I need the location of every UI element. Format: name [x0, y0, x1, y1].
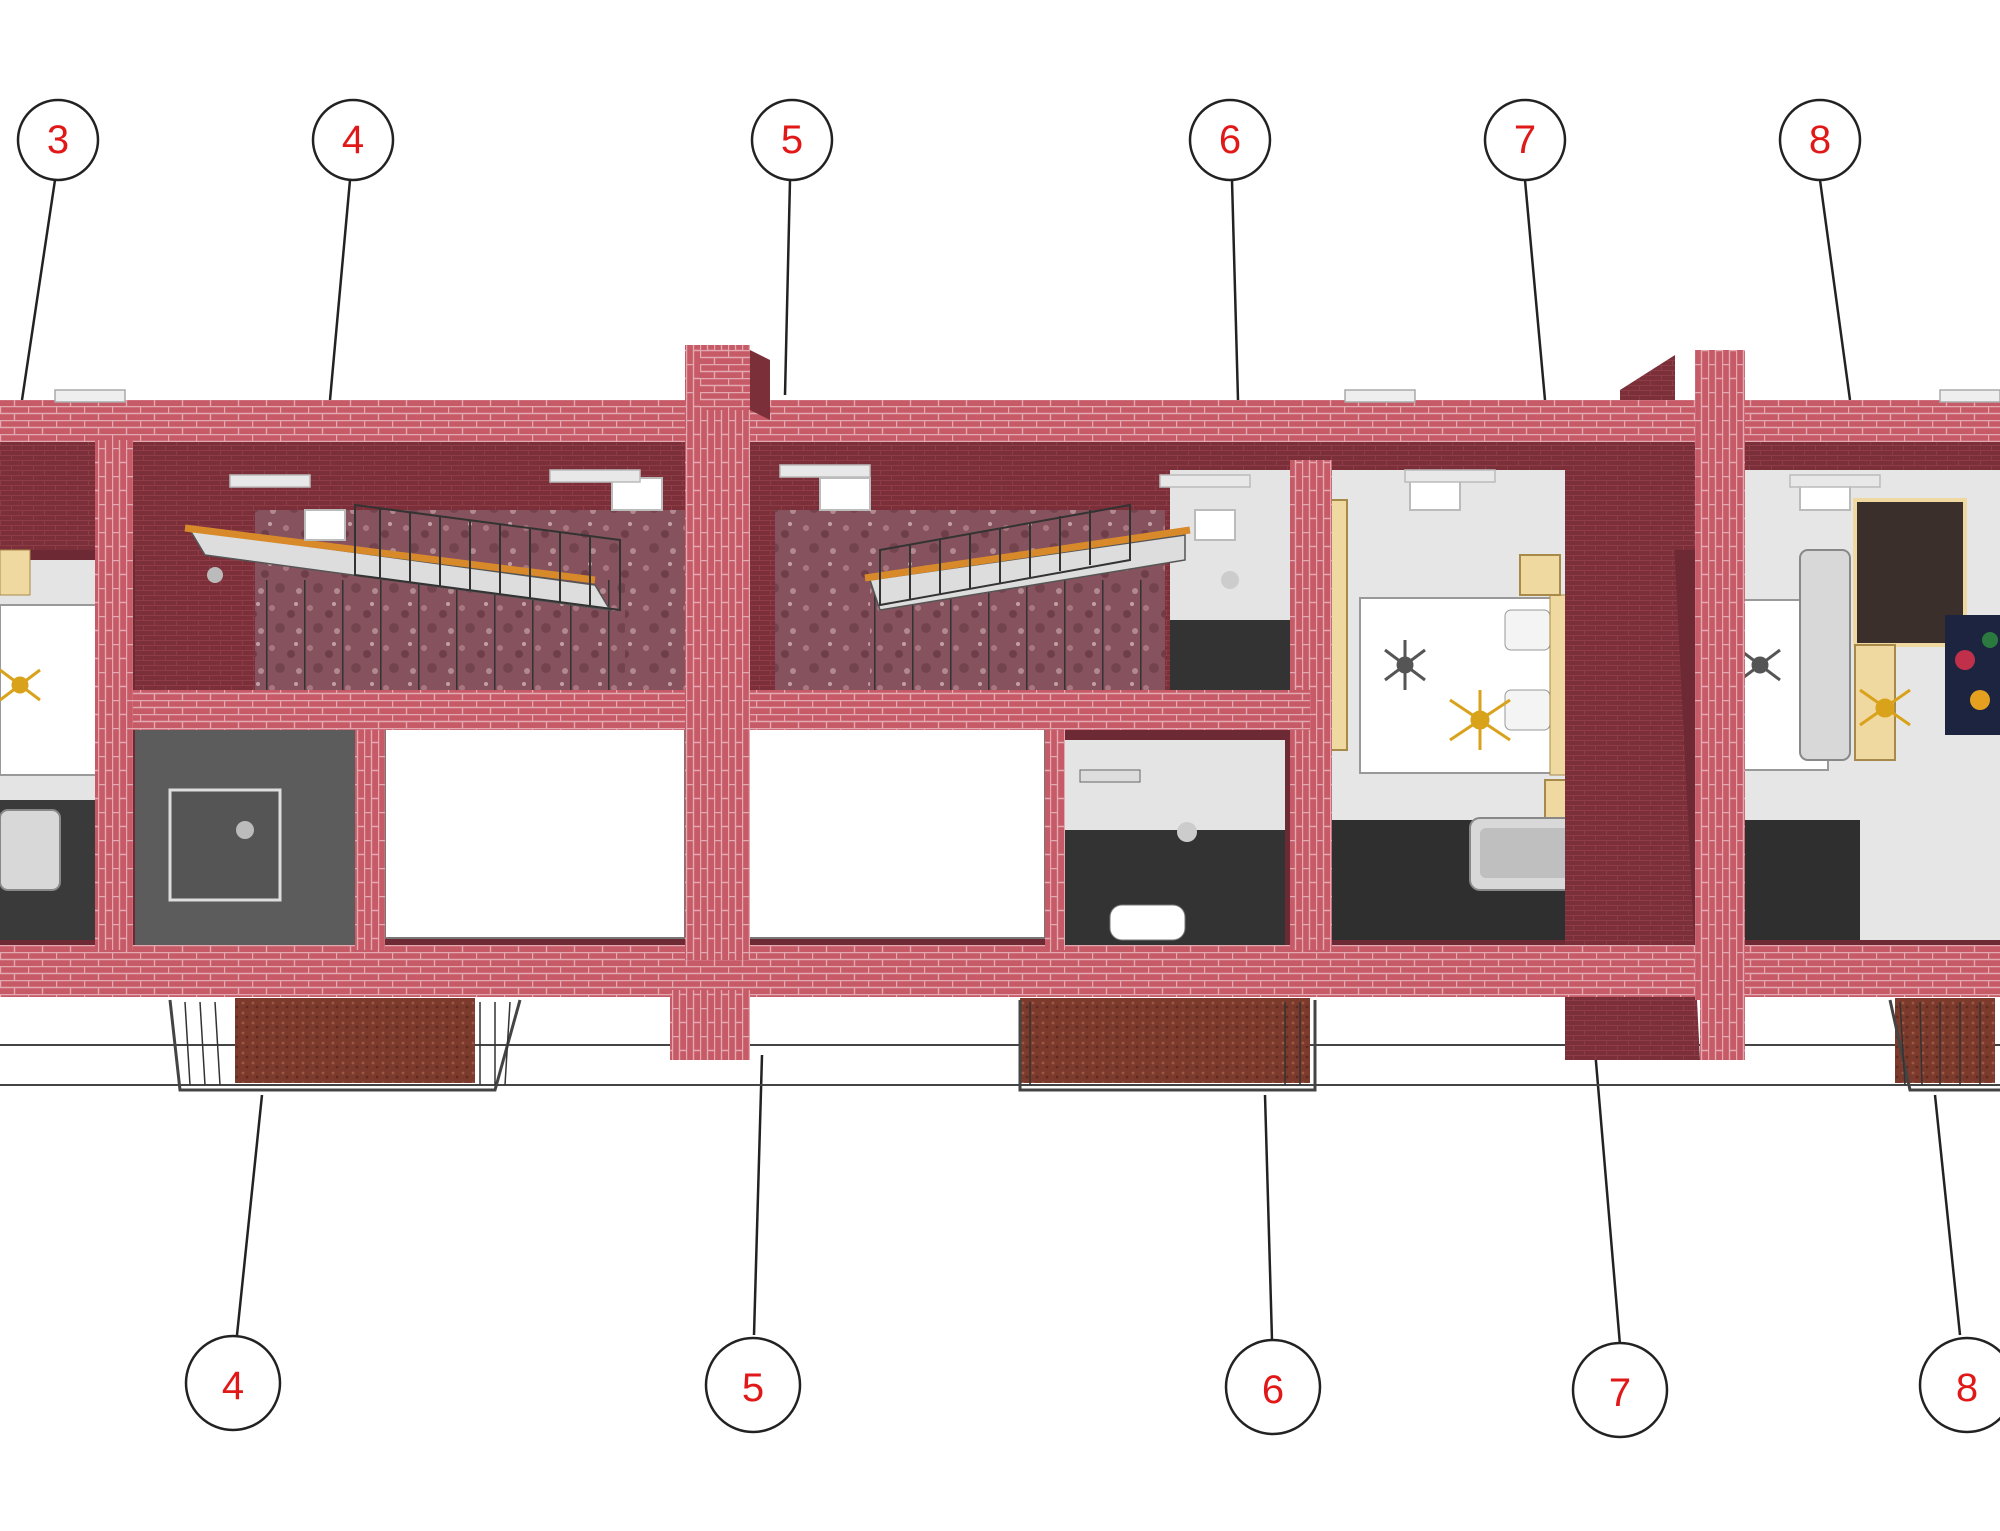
grid-bubble: 5	[750, 98, 834, 182]
svg-text:8: 8	[1809, 118, 1831, 162]
svg-text:7: 7	[1609, 1371, 1631, 1415]
grid-bubble: 4	[184, 1334, 282, 1432]
top-grid-lines	[20, 179, 1852, 401]
light-wells	[384, 727, 1046, 939]
balcony-railing-icon	[1018, 998, 1317, 1092]
grid-bubbles-bottom: 4 5 6 7 8	[184, 1334, 2000, 1439]
balcony-railing-icon	[168, 998, 522, 1092]
svg-text:4: 4	[222, 1364, 244, 1408]
svg-text:7: 7	[1514, 118, 1536, 162]
svg-text:3: 3	[47, 118, 69, 162]
svg-text:6: 6	[1262, 1368, 1284, 1412]
painting-icon	[1945, 615, 2000, 735]
grid-bubble: 5	[704, 1336, 802, 1434]
grid-bubble: 3	[16, 98, 100, 182]
sofa-icon	[0, 809, 61, 891]
grid-bubble: 7	[1571, 1341, 1669, 1439]
grid-bubble: 4	[311, 98, 395, 182]
grid-bubble: 8	[1778, 98, 1862, 182]
window-sills	[229, 464, 1881, 488]
chandelier-icon	[1859, 688, 1911, 727]
svg-text:6: 6	[1219, 118, 1241, 162]
grid-bubble: 7	[1483, 98, 1567, 182]
grid-bubble: 6	[1188, 98, 1272, 182]
grid-bubble: 8	[1918, 1336, 2000, 1434]
brick-walls	[0, 345, 2000, 1060]
balcony-railing-icon	[1888, 998, 2000, 1092]
svg-text:8: 8	[1956, 1366, 1978, 1410]
grid-bubble: 6	[1224, 1338, 1322, 1436]
bed-icon	[1359, 594, 1576, 776]
sofa-icon	[1799, 549, 1851, 761]
chandelier-icon	[1449, 690, 1511, 750]
svg-text:5: 5	[742, 1366, 764, 1410]
chandelier-icon	[0, 668, 41, 702]
stair-icon	[184, 503, 621, 612]
grid-bubbles-top: 3 4 5 6 7 8	[16, 98, 1862, 182]
stair-icon	[864, 503, 1191, 611]
chandelier-icon	[1384, 640, 1426, 690]
chandelier-icon	[1739, 648, 1781, 682]
roof-caps	[54, 389, 2000, 403]
bottom-grid-lines	[235, 1049, 1962, 1346]
svg-text:4: 4	[342, 118, 364, 162]
svg-text:5: 5	[781, 118, 803, 162]
bathroom-fixtures	[168, 567, 1239, 941]
sofa-icon	[1469, 817, 1589, 891]
